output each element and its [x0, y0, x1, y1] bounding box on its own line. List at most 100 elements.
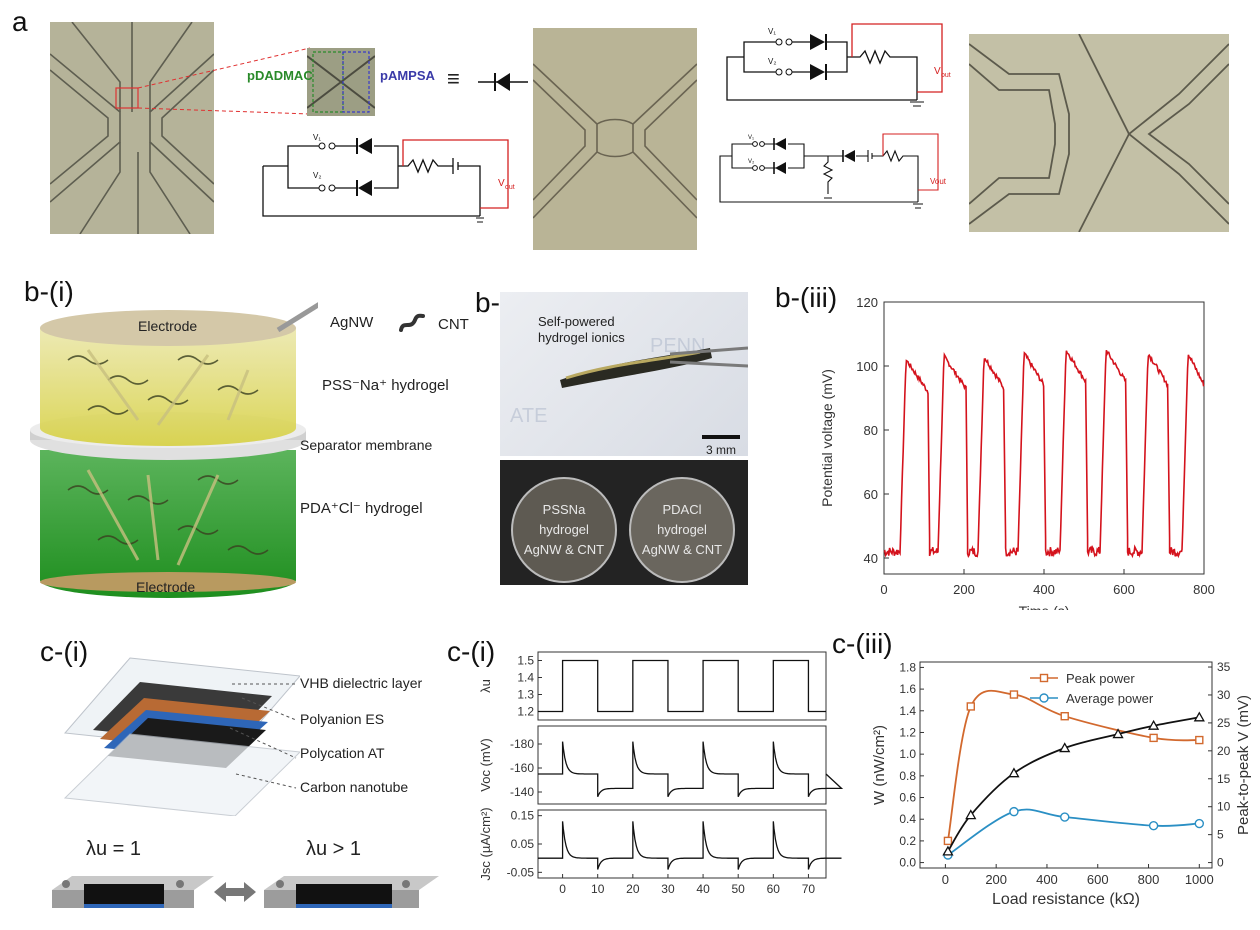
- y-tick-label: 40: [864, 551, 878, 566]
- y-tick-label: 120: [856, 295, 878, 310]
- electrode-bottom-label: Electrode: [136, 579, 196, 595]
- x-axis-label: T(s): [670, 897, 695, 898]
- svg-text:ATE: ATE: [510, 405, 547, 427]
- stretch-left-label: λu = 1: [86, 838, 142, 860]
- legend-marker: [1039, 693, 1049, 703]
- y-right-tick-label: 0: [1217, 856, 1224, 870]
- x-tick-label: 400: [1036, 872, 1058, 887]
- y-tick-label: -0.05: [507, 865, 535, 879]
- voltage-marker: [1008, 767, 1020, 778]
- series-fit-line: [947, 716, 1200, 852]
- y-axis-label: Voc (mV): [478, 738, 493, 791]
- svg-text:V₂: V₂: [313, 171, 321, 180]
- photo-caption: Self-powered hydrogel ionics: [538, 314, 625, 345]
- pss-gel-label: PSS⁻Na⁺ hydrogel: [322, 377, 449, 394]
- y-tick-label: 1.0: [899, 747, 916, 761]
- voltage-series-line: [883, 350, 1205, 559]
- hydrogel-photo: PENN ATE: [500, 292, 748, 456]
- x-tick-label: 20: [626, 882, 640, 896]
- y-tick-label: 80: [864, 423, 878, 438]
- y-tick-label: 0.4: [899, 812, 916, 826]
- subplot-series-line: [538, 821, 842, 870]
- y-tick-label: 1.6: [899, 682, 916, 696]
- pampsa-label: pAMPSA: [380, 68, 435, 83]
- layer-label-cnt: Carbon nanotube: [300, 779, 409, 795]
- x-tick-label: 800: [1138, 872, 1160, 887]
- svg-text:out: out: [941, 72, 951, 79]
- average-power-marker: [1194, 818, 1205, 829]
- x-tick-label: 10: [591, 882, 605, 896]
- plot-frame: [919, 661, 1213, 869]
- average-power-marker: [1148, 821, 1159, 831]
- y-tick-label: 1.5: [517, 654, 534, 668]
- average-power-marker: [1060, 812, 1070, 822]
- y-right-tick-label: 25: [1217, 716, 1231, 730]
- peak-power-marker: [943, 836, 953, 846]
- micrograph-2: [533, 28, 697, 250]
- subplot-frame: [537, 725, 827, 805]
- diode-symbol: [478, 73, 528, 91]
- svg-text:V₁: V₁: [313, 133, 321, 142]
- voltage-marker: [1112, 728, 1124, 739]
- zoom-lines: [137, 47, 310, 115]
- panel-label-c-iii: c-(iii): [832, 628, 893, 659]
- peak-power-marker: [1195, 735, 1204, 745]
- y-tick-label: 1.2: [517, 705, 534, 719]
- layer-label-vhb: VHB dielectric layer: [300, 675, 423, 691]
- y-right-tick-label: 5: [1217, 828, 1224, 842]
- legend-marker: [1039, 673, 1049, 683]
- y-tick-label: -140: [510, 785, 534, 799]
- x-tick-label: 800: [1193, 582, 1215, 597]
- scale-bar-label: 3 mm: [706, 443, 736, 457]
- subplot-frame: [537, 651, 827, 721]
- x-tick-label: 50: [732, 882, 746, 896]
- y-tick-label: 0.15: [511, 809, 535, 823]
- x-tick-label: 1000: [1185, 872, 1214, 887]
- dish-photo: PSSNa hydrogel AgNW & CNT PDACl hydrogel…: [500, 460, 748, 585]
- voltage-marker: [965, 809, 977, 820]
- dish-left-line-1: PSSNa: [542, 502, 586, 517]
- x-tick-label: 30: [661, 882, 675, 896]
- y-right-tick-label: 15: [1217, 772, 1231, 786]
- y-right-tick-label: 20: [1217, 744, 1231, 758]
- cnt-label: CNT: [438, 316, 469, 333]
- svg-text:V₂: V₂: [768, 57, 776, 66]
- dish-left-line-2: hydrogel: [539, 522, 589, 537]
- y-axis-label: λu: [478, 679, 493, 693]
- x-tick-label: 200: [953, 582, 975, 597]
- y-tick-label: 0.0: [899, 856, 916, 870]
- subplot-frame: [537, 809, 827, 879]
- panel-label-b-iii: b-(iii): [775, 282, 838, 313]
- y-right-axis-label: Peak-to-peak V (mV): [1235, 695, 1252, 835]
- y-tick-label: 100: [856, 359, 878, 374]
- pda-gel-label: PDA⁺Cl⁻ hydrogel: [300, 500, 423, 517]
- y-tick-label: 60: [864, 487, 878, 502]
- x-tick-label: 0: [942, 872, 949, 887]
- circuit-diagram-3: V₁ V₂ Vout: [719, 133, 947, 209]
- y-tick-label: 0.05: [511, 837, 535, 851]
- average-power-marker: [1009, 806, 1019, 817]
- panel-label-c-i-left: c-(i): [40, 636, 89, 667]
- stretch-illustration: [52, 876, 439, 908]
- y-tick-label: -160: [510, 761, 534, 775]
- y-tick-label: 1.2: [899, 725, 916, 739]
- x-tick-label: 0: [880, 582, 887, 597]
- y-tick-label: 0.6: [899, 791, 916, 805]
- y-right-tick-label: 30: [1217, 688, 1231, 702]
- y-tick-label: 0.2: [899, 834, 916, 848]
- x-axis-label: Time (s): [1019, 603, 1070, 610]
- y-tick-label: 1.4: [517, 671, 534, 685]
- svg-text:V₁: V₁: [768, 27, 776, 36]
- y-tick-label: 1.4: [899, 704, 916, 718]
- micrograph-3: [969, 34, 1229, 232]
- svg-text:V₁: V₁: [748, 135, 754, 141]
- panel-label-b-i: b-(i): [24, 276, 74, 307]
- voltage-marker: [1059, 742, 1071, 753]
- svg-text:V₂: V₂: [748, 159, 755, 165]
- dish-right-line-2: hydrogel: [657, 522, 707, 537]
- y-right-tick-label: 10: [1217, 800, 1231, 814]
- series-fit-line: [947, 808, 1200, 856]
- agnw-label: AgNW: [330, 314, 374, 331]
